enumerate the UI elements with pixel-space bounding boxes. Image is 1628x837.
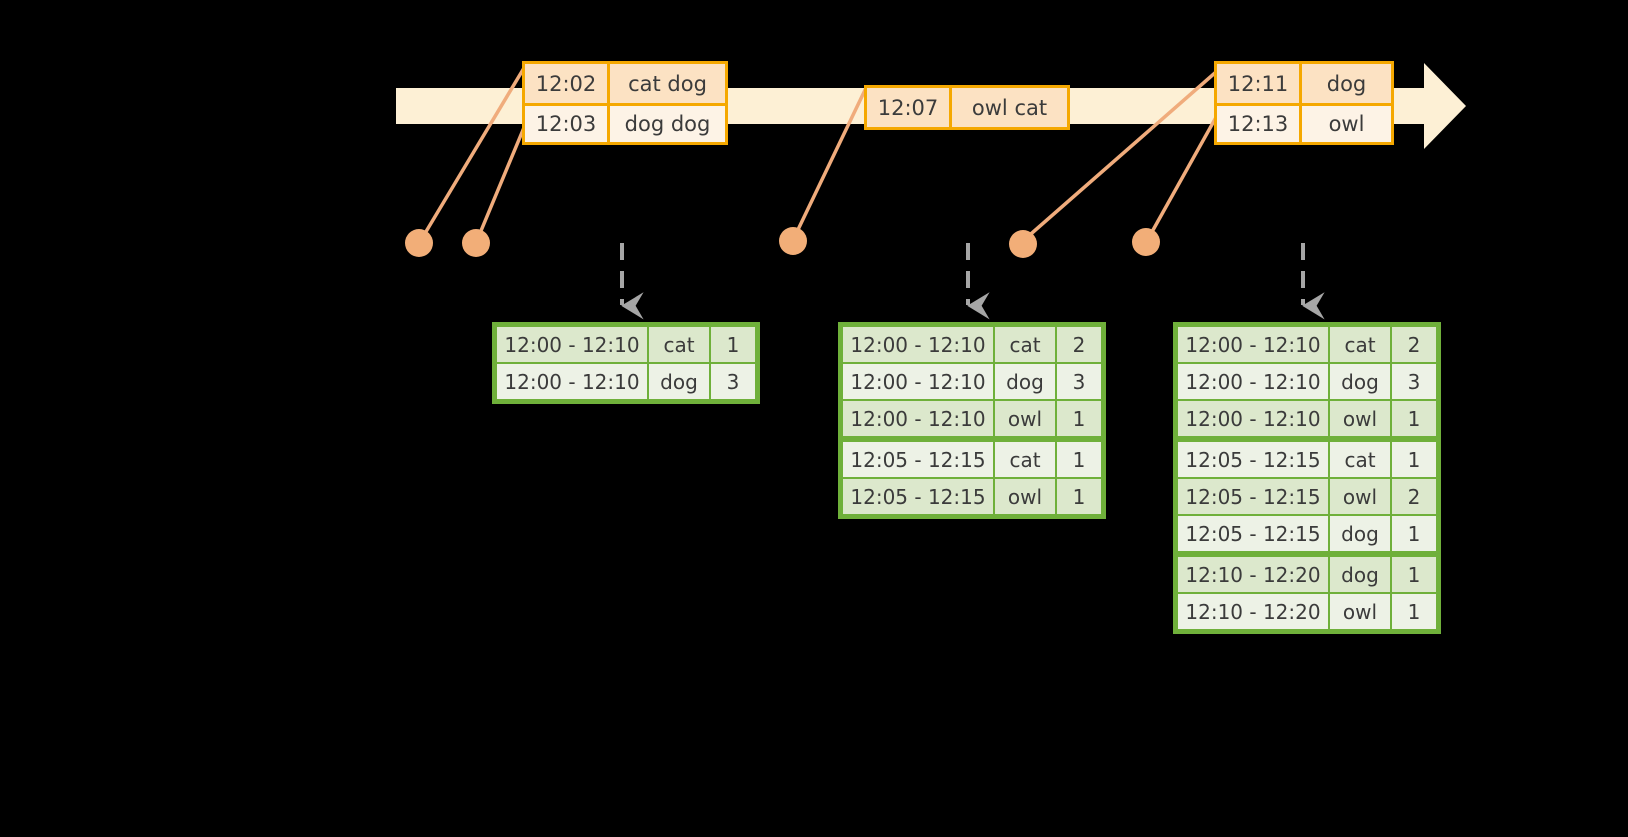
event-dot-5 (1132, 228, 1160, 256)
cell-word: owl (1330, 401, 1390, 436)
cell-word: cat (995, 442, 1055, 477)
cell-window: 12:00 - 12:10 (1178, 364, 1328, 399)
cell-count: 3 (1392, 364, 1436, 399)
event-dot-4 (1009, 230, 1037, 258)
cell-word: cat (995, 327, 1055, 362)
event-text: cat dog (610, 64, 725, 103)
cell-word: owl (995, 479, 1055, 514)
cell-count: 2 (1392, 479, 1436, 514)
cell-window: 12:00 - 12:10 (1178, 327, 1328, 362)
cell-word: cat (1330, 327, 1390, 362)
cell-window: 12:00 - 12:10 (1178, 401, 1328, 436)
cell-window: 12:05 - 12:15 (843, 479, 993, 514)
cell-window: 12:10 - 12:20 (1178, 594, 1328, 629)
cell-window: 12:05 - 12:15 (843, 442, 993, 477)
cell-word: owl (995, 401, 1055, 436)
event-time: 12:03 (525, 106, 610, 142)
event-row[interactable]: 12:07 owl cat (867, 88, 1067, 127)
event-group-3[interactable]: 12:11 dog 12:13 owl (1214, 61, 1394, 145)
cell-count: 2 (1392, 327, 1436, 362)
window-group-separator (842, 437, 1102, 441)
event-dot-3 (779, 227, 807, 255)
event-text: owl (1302, 106, 1391, 142)
cell-word: dog (995, 364, 1055, 399)
event-row[interactable]: 12:13 owl (1217, 103, 1391, 142)
event-row[interactable]: 12:11 dog (1217, 64, 1391, 103)
cell-word: owl (1330, 594, 1390, 629)
cell-window: 12:10 - 12:20 (1178, 557, 1328, 592)
cell-word: dog (1330, 557, 1390, 592)
event-group-2[interactable]: 12:07 owl cat (864, 85, 1070, 130)
cell-word: dog (1330, 364, 1390, 399)
event-dots (405, 227, 1160, 258)
cell-window: 12:05 - 12:15 (1178, 479, 1328, 514)
window-group-separator (1177, 552, 1437, 556)
event-text: dog dog (610, 106, 725, 142)
event-time: 12:02 (525, 64, 610, 103)
cell-count: 1 (711, 327, 755, 362)
cell-count: 1 (1057, 401, 1101, 436)
cell-window: 12:00 - 12:10 (497, 327, 647, 362)
cell-word: owl (1330, 479, 1390, 514)
event-time: 12:07 (867, 88, 952, 127)
event-dot-2 (462, 229, 490, 257)
cell-count: 1 (1057, 479, 1101, 514)
event-dot-1 (405, 229, 433, 257)
event-text: dog (1302, 64, 1391, 103)
cell-count: 1 (1392, 516, 1436, 551)
event-time: 12:11 (1217, 64, 1302, 103)
cell-count: 2 (1057, 327, 1101, 362)
cell-count: 3 (1057, 364, 1101, 399)
connector-line-3 (792, 87, 868, 239)
event-text: owl cat (952, 88, 1067, 127)
cell-window: 12:00 - 12:10 (843, 401, 993, 436)
cell-window: 12:05 - 12:15 (1178, 442, 1328, 477)
cell-window: 12:05 - 12:15 (1178, 516, 1328, 551)
event-row[interactable]: 12:03 dog dog (525, 103, 725, 142)
cell-word: dog (649, 364, 709, 399)
cell-window: 12:00 - 12:10 (843, 327, 993, 362)
window-group-separator (1177, 437, 1437, 441)
connector-line-1 (419, 67, 526, 241)
cell-window: 12:00 - 12:10 (843, 364, 993, 399)
cell-word: cat (649, 327, 709, 362)
cell-count: 1 (1392, 594, 1436, 629)
event-time: 12:13 (1217, 106, 1302, 142)
cell-count: 3 (711, 364, 755, 399)
cell-count: 1 (1392, 442, 1436, 477)
cell-word: cat (1330, 442, 1390, 477)
cell-count: 1 (1392, 401, 1436, 436)
event-group-1[interactable]: 12:02 cat dog 12:03 dog dog (522, 61, 728, 145)
connector-line-5 (1146, 111, 1221, 240)
cell-count: 1 (1392, 557, 1436, 592)
cell-word: dog (1330, 516, 1390, 551)
event-row[interactable]: 12:02 cat dog (525, 64, 725, 103)
cell-window: 12:00 - 12:10 (497, 364, 647, 399)
cell-count: 1 (1057, 442, 1101, 477)
dashed-flow-arrows (620, 243, 1325, 320)
